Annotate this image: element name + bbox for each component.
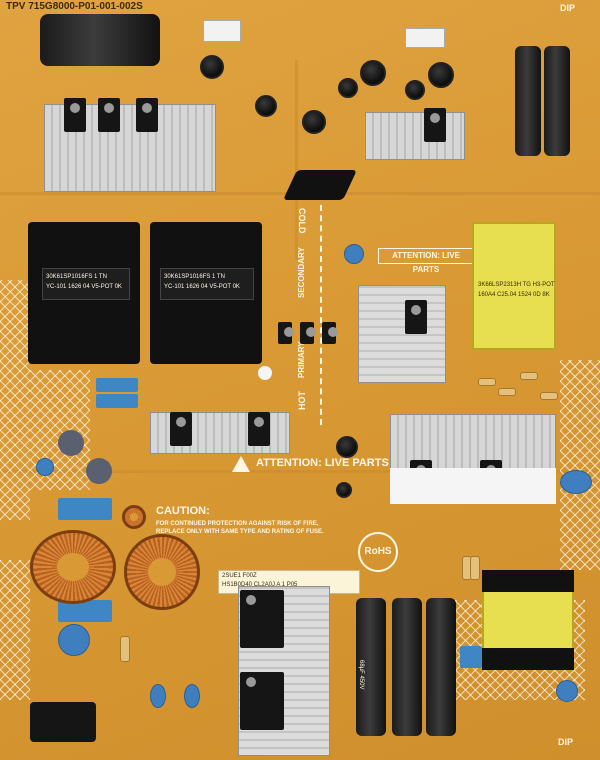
transformer-left-line-2: YC-101 1626 04 V5-POT 0K [46, 284, 122, 290]
connector-white [203, 20, 241, 42]
resistor [498, 388, 516, 396]
ceramic-capacitor-blue [184, 684, 200, 708]
transformer-left-line-1: 30K61SP1016FS 1 TN [46, 274, 107, 280]
y-capacitor [58, 624, 90, 656]
pcb-trace [0, 470, 600, 473]
small-inductor [122, 505, 146, 529]
mosfet [248, 412, 270, 446]
attention-upper: ATTENTION: LIVE PARTS [378, 248, 474, 274]
film-capacitor [96, 394, 138, 408]
yellow-transformer-line-1: 3K66LSP2313H TG H3-POT [478, 282, 555, 288]
transistor [278, 322, 294, 344]
connector-white [405, 28, 445, 48]
cold-label: COLD [297, 208, 307, 234]
resistor [470, 556, 480, 580]
heatsink-base [390, 468, 556, 504]
cable-clip [283, 170, 357, 200]
ceramic-capacitor-blue [344, 244, 364, 264]
transformer-bobbin [482, 570, 574, 592]
electrolytic-capacitor [302, 110, 326, 134]
transistor [322, 322, 338, 344]
caution-title: CAUTION: [156, 505, 210, 517]
transformer-label [42, 268, 130, 300]
mosfet [424, 108, 446, 142]
electrolytic-capacitor [360, 60, 386, 86]
resistor [478, 378, 496, 386]
x-capacitor [58, 600, 112, 622]
white-component [258, 366, 272, 380]
electrolytic-capacitor [338, 78, 358, 98]
film-capacitor [460, 646, 482, 668]
sticker-line-1: 2SUE1 F00Z [222, 573, 257, 579]
secondary-label: SECONDARY [297, 247, 306, 298]
transformer-label [160, 268, 254, 300]
warning-triangle-icon [232, 456, 250, 472]
caution-text: FOR CONTINUED PROTECTION AGAINST RISK OF… [156, 521, 324, 535]
board-part-number: TPV 715G8000-P01-001-002S [6, 1, 143, 12]
varistor [58, 430, 84, 456]
heatsink [365, 112, 465, 160]
resistor [540, 392, 558, 400]
ceramic-capacitor-blue [150, 684, 166, 708]
attention-lower: ATTENTION: LIVE PARTS [256, 457, 389, 469]
bulk-capacitor [392, 598, 422, 736]
varistor [86, 458, 112, 484]
electrolytic-capacitor [405, 80, 425, 100]
transformer-right-line-1: 30K61SP1016FS 1 TN [164, 274, 225, 280]
hatched-area [0, 280, 30, 520]
mosfet [405, 300, 427, 334]
electrolytic-capacitor [336, 482, 352, 498]
primary-label: PRIMARY [297, 341, 306, 378]
yellow-transformer-line-2: 160A4 C25.04 1524 0D 8K [478, 292, 550, 298]
electrolytic-capacitor-tall [544, 46, 570, 156]
rohs-logo: RoHS [358, 532, 398, 572]
hot-label: HOT [297, 391, 307, 410]
ceramic-capacitor-blue [36, 458, 54, 476]
bulk-capacitor [356, 598, 386, 736]
mosfet [170, 412, 192, 446]
sticker-line-2: HS1B0D40 CL2A0J A 1 P05 [222, 582, 298, 588]
transformer-bobbin [482, 648, 574, 670]
ceramic-capacitor-blue [556, 680, 578, 702]
hatched-area [0, 560, 30, 700]
bridge-rectifier [240, 590, 284, 648]
dip-label-bottom: DIP [558, 737, 574, 747]
hatched-area [560, 360, 600, 570]
toroid-choke [124, 534, 200, 610]
transformer-yellow [472, 222, 556, 350]
ceramic-capacitor-blue [560, 470, 592, 494]
dip-label-top: DIP [560, 3, 576, 13]
bridge-rectifier [240, 672, 284, 730]
heatsink-center [358, 285, 446, 383]
capacitor-bank [40, 14, 160, 66]
x-capacitor [58, 498, 112, 520]
resistor [120, 636, 130, 662]
mosfet [98, 98, 120, 132]
toroid-choke [30, 530, 116, 604]
pcb-trace [295, 60, 298, 260]
electrolytic-capacitor [428, 62, 454, 88]
electrolytic-capacitor [336, 436, 358, 458]
heatsink [44, 104, 216, 192]
electrolytic-capacitor [200, 55, 224, 79]
mains-connector [30, 702, 96, 742]
resistor [520, 372, 538, 380]
bulk-capacitor [426, 598, 456, 736]
mosfet [64, 98, 86, 132]
isolation-line [320, 205, 322, 425]
mosfet [136, 98, 158, 132]
film-capacitor [96, 378, 138, 392]
electrolytic-capacitor [255, 95, 277, 117]
transistor [300, 322, 316, 344]
electrolytic-capacitor-tall [515, 46, 541, 156]
capacitor-rating: 68µF 450V [358, 660, 364, 690]
transformer-right-line-2: YC-101 1626 04 V5-POT 0K [164, 284, 240, 290]
